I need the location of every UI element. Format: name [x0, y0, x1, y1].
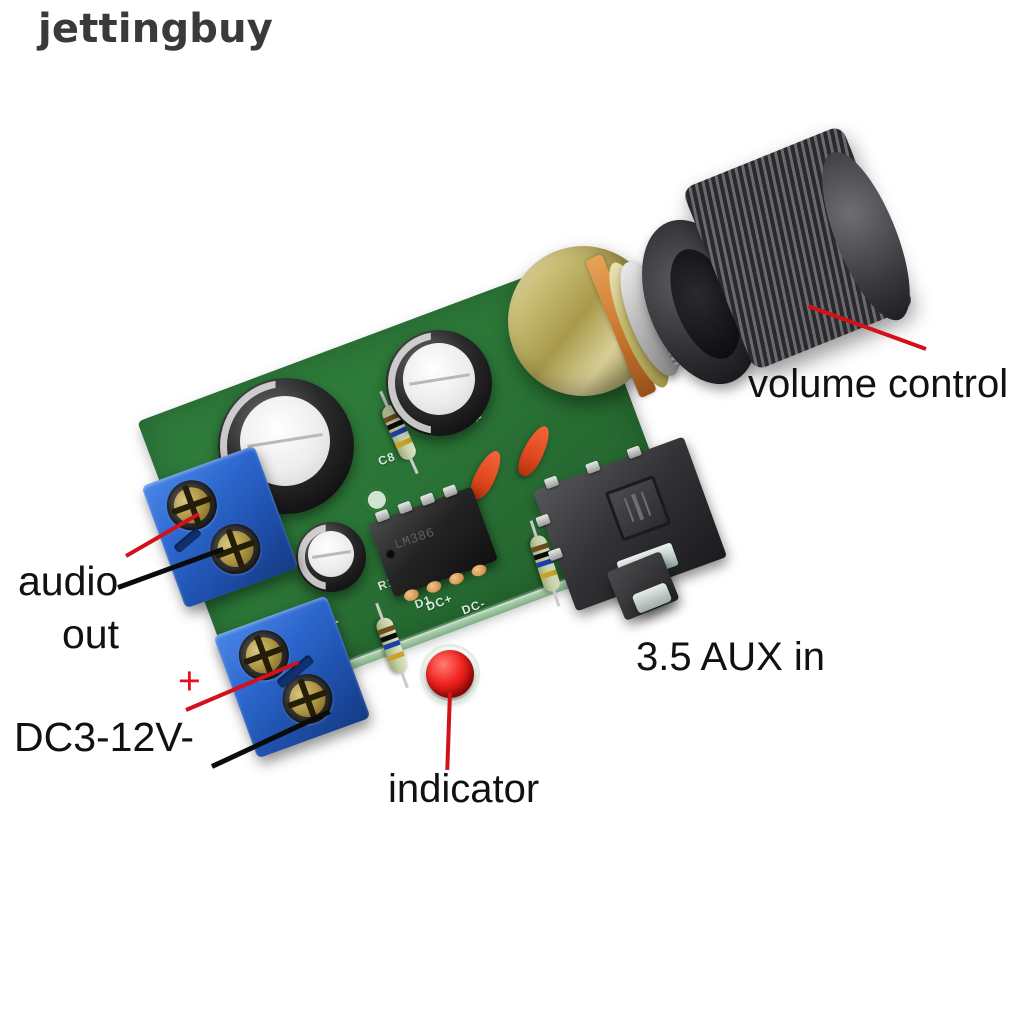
label-audio-out-line1: audio: [18, 558, 119, 604]
resistor-band: [394, 437, 413, 449]
ic-pin1-notch: [384, 547, 398, 561]
label-indicator: indicator: [388, 767, 540, 811]
capacitor-top: [403, 343, 475, 415]
label-aux-in: 3.5 AUX in: [636, 635, 826, 679]
label-dc-polarity-plus: +: [178, 660, 201, 703]
label-dc-input: DC3-12V-: [14, 714, 195, 760]
indicator-led-d1: [420, 644, 480, 704]
terminal-wire-slot: [173, 527, 203, 554]
capacitor-top: [308, 531, 354, 577]
resistor-band: [539, 569, 558, 580]
electrolytic-capacitor-c3: [386, 330, 492, 436]
resistor-band: [387, 651, 405, 662]
ic-marking: LM386: [391, 524, 437, 553]
watermark-jettingbuy: jettingbuy: [38, 6, 274, 52]
jack-embossed-mark: [604, 474, 672, 542]
label-volume-control: volume control: [748, 362, 1009, 406]
label-audio-out-line2: out: [62, 611, 119, 657]
electrolytic-capacitor-c7: [296, 522, 366, 592]
resistor-lead: [399, 670, 409, 689]
